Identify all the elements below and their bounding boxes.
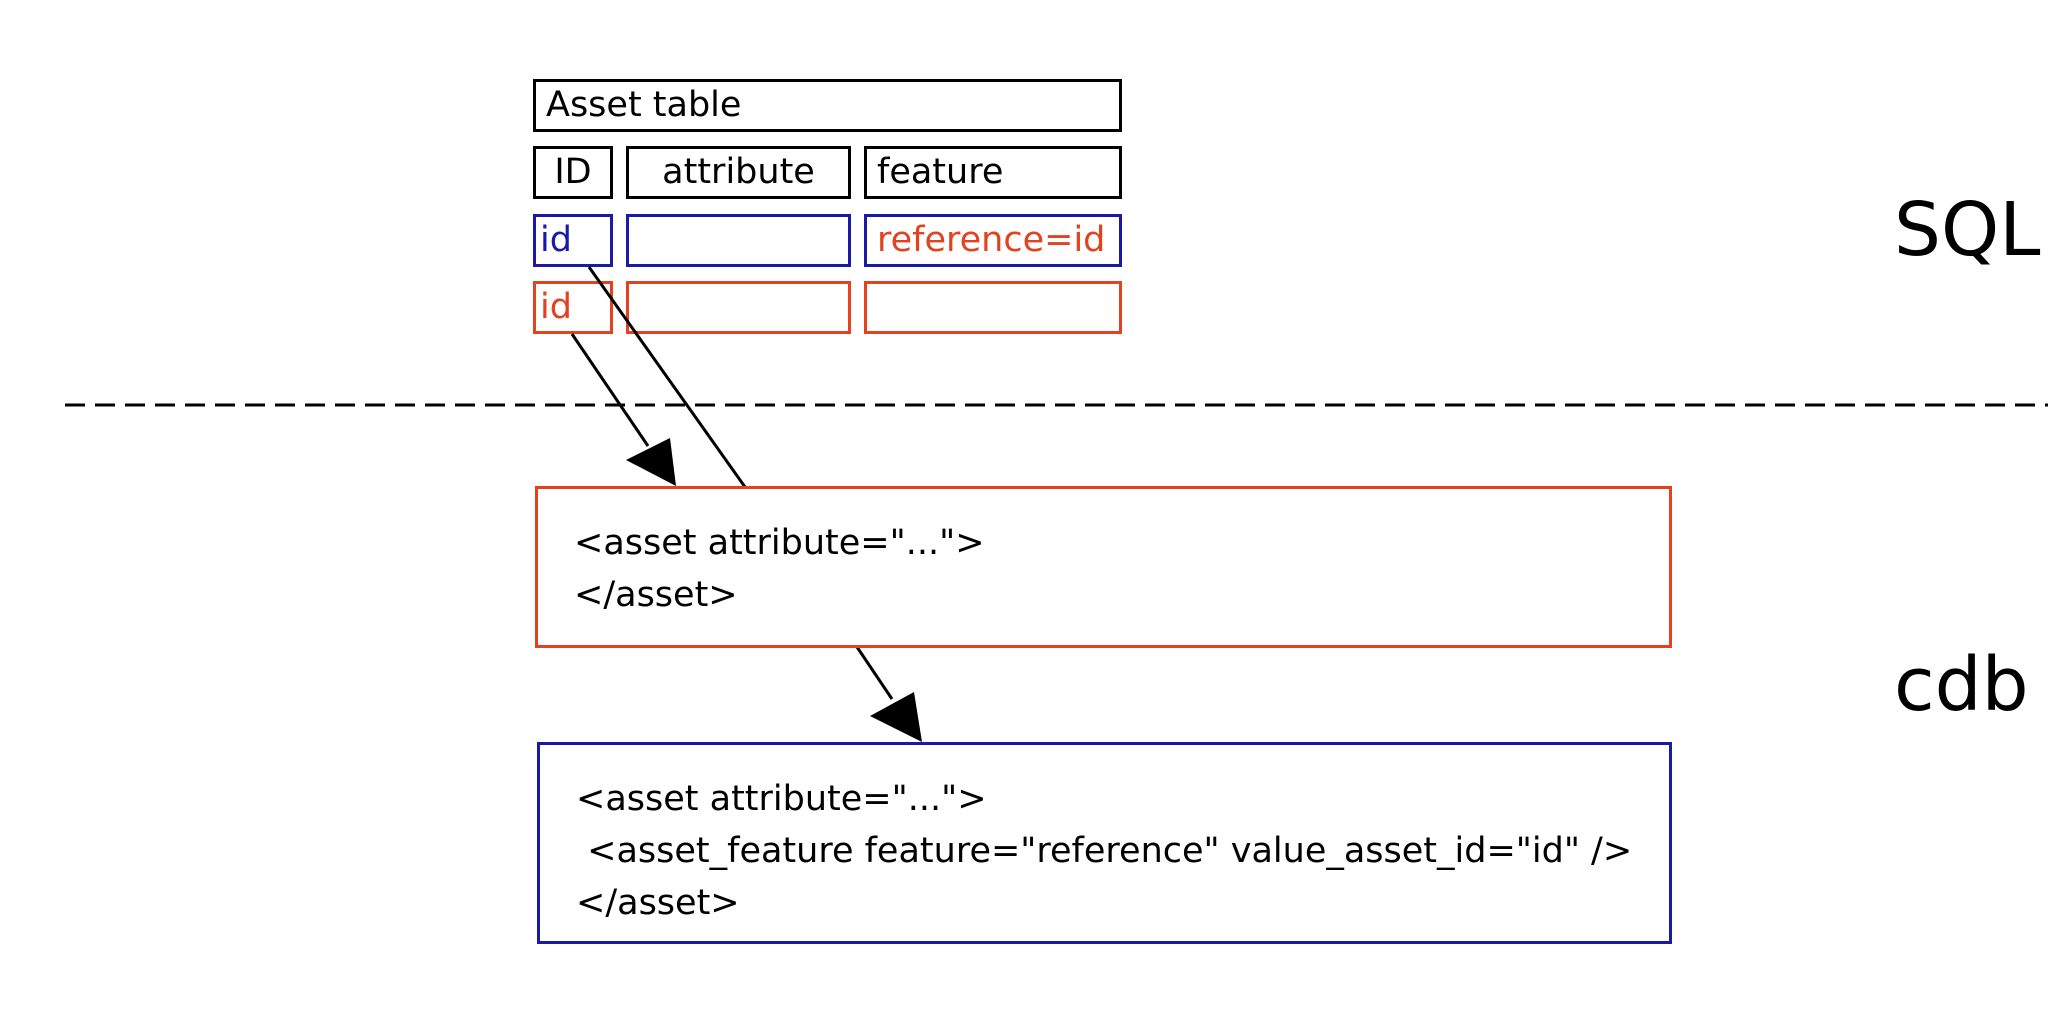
connector-blue-row-to-xml-lower [855, 646, 894, 700]
row-2-feature-cell [864, 281, 1122, 334]
sql-layer-label: SQL [1894, 187, 2041, 273]
connector-orange-row-to-xml [570, 333, 650, 447]
xml-line: <asset_feature feature="reference" value… [576, 831, 1633, 871]
row-1-attribute-cell [626, 214, 851, 267]
cdb-asset-feature-element-box: <asset attribute="..."> <asset_feature f… [537, 742, 1672, 944]
connector-blue-row-to-xml-upper [587, 266, 747, 488]
header-attribute-cell: attribute [626, 146, 851, 199]
row-2-attribute-cell [626, 281, 851, 334]
row-1-id-cell: id [533, 214, 613, 267]
row-2-id-cell: id [533, 281, 613, 334]
xml-line: <asset attribute="..."> [576, 779, 987, 819]
arrowhead-blue-row-to-xml [870, 692, 922, 742]
header-feature-cell: feature [864, 146, 1122, 199]
cdb-layer-label: cdb [1894, 642, 2029, 728]
arrowhead-orange-row-to-xml [626, 438, 676, 486]
header-id-cell: ID [533, 146, 613, 199]
row-1-feature-cell: reference=id [864, 214, 1122, 267]
xml-line: </asset> [574, 575, 738, 615]
cdb-asset-element-box: <asset attribute="..."> </asset> [535, 486, 1672, 648]
xml-line: </asset> [576, 883, 740, 923]
xml-line: <asset attribute="..."> [574, 523, 985, 563]
asset-table-title: Asset table [533, 79, 1122, 132]
